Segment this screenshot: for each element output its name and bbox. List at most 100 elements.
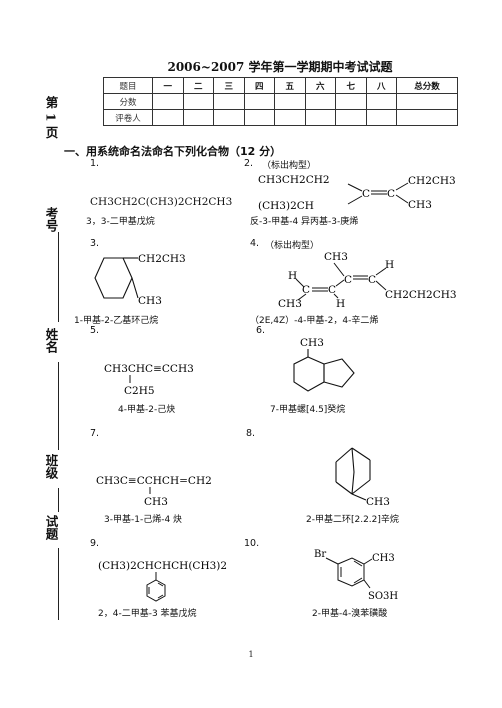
- benzene-ring: [146, 579, 166, 602]
- answer-text: （2E,4Z）-4-甲基-2，4-辛二烯: [250, 316, 379, 326]
- side-label-class: 班级: [43, 454, 59, 479]
- grader-cell[interactable]: [335, 109, 367, 126]
- side-label-name: 姓名: [43, 328, 59, 353]
- structure-diagram: CH3CH2CH2 (CH3)2CH C C CH2CH3 CH3: [258, 174, 456, 212]
- score-cell[interactable]: [213, 93, 245, 110]
- question-number: 9.: [90, 538, 100, 549]
- score-header-cell: 八: [365, 77, 397, 94]
- bond: [325, 557, 339, 565]
- question-number: 7.: [90, 428, 100, 439]
- grader-cell[interactable]: [274, 109, 306, 126]
- question-number: 6.: [256, 325, 266, 336]
- svg-text:C: C: [362, 188, 370, 200]
- bond: [375, 267, 387, 276]
- benzene-ring: [337, 557, 365, 587]
- grader-row: 评卷人: [103, 109, 458, 126]
- bond: [335, 279, 345, 287]
- score-header-cell: 四: [243, 77, 275, 94]
- grader-cell[interactable]: [182, 109, 214, 126]
- score-cell[interactable]: [243, 93, 275, 110]
- answer-text: 1-甲基-2-乙基环己烷: [74, 316, 159, 326]
- score-row: 分数: [103, 93, 458, 110]
- bond: [395, 194, 409, 204]
- bond: [295, 278, 305, 288]
- score-row-label: 分数: [103, 93, 153, 110]
- answer-text: 反-3-甲基-4 异丙基-3-庚烯: [250, 217, 359, 227]
- answer-text: 3-甲基-1-己烯-4 炔: [104, 515, 183, 525]
- bond: [347, 195, 363, 205]
- bond: [347, 183, 363, 192]
- group-label: CH2CH3: [408, 175, 456, 187]
- structure-diagram: CH3: [293, 337, 355, 392]
- bond: [297, 293, 307, 301]
- grader-cell[interactable]: [304, 109, 336, 126]
- group-label: SO3H: [368, 591, 398, 602]
- group-label: H: [288, 270, 297, 282]
- answer-text: 4-甲基-2-己炔: [118, 405, 176, 415]
- score-header-cell: 三: [213, 77, 245, 94]
- question-number: 5.: [90, 325, 100, 336]
- answer-text: 3，3-二甲基戊烷: [86, 217, 155, 227]
- grader-cell[interactable]: [152, 109, 184, 126]
- score-header-cell: 五: [274, 77, 306, 94]
- structure-diagram: Br CH3 SO3H: [314, 549, 398, 602]
- group-label: CH3: [372, 553, 395, 564]
- svg-text:C: C: [387, 188, 395, 200]
- answer-text: 2-甲基-4-溴苯磺酸: [312, 609, 388, 619]
- answer-text: 2-甲基二环[2.2.2]辛烷: [306, 515, 399, 525]
- cyclopentane-ring: [323, 358, 355, 388]
- bond: [335, 447, 353, 463]
- side-label-exam-no: 考号: [43, 207, 59, 232]
- grader-cell[interactable]: [396, 109, 458, 126]
- group-label: CH3: [278, 298, 302, 310]
- score-header-cell: 七: [335, 77, 367, 94]
- configuration-note: （标出构型）: [265, 241, 320, 251]
- exam-no-line: [58, 232, 59, 322]
- grader-cell[interactable]: [365, 109, 397, 126]
- group-label: CH3: [408, 199, 432, 211]
- score-cell[interactable]: [335, 93, 367, 110]
- score-cell[interactable]: [152, 93, 184, 110]
- group-label: C2H5: [124, 385, 155, 397]
- group-label: (CH3)2CH: [258, 200, 314, 212]
- name-line: [58, 362, 59, 450]
- page-number: 1: [248, 650, 254, 659]
- svg-text:C: C: [302, 284, 310, 296]
- structure-formula: (CH3)2CHCHCH(CH3)2: [98, 560, 227, 572]
- structure-diagram: (CH3)2CHCHCH(CH3)2: [98, 560, 227, 602]
- group-label: CH2CH2CH3: [385, 289, 457, 301]
- bond: [131, 277, 139, 299]
- question-number: 2.: [244, 158, 254, 169]
- score-cell[interactable]: [396, 93, 458, 110]
- score-table: 题目 一 二 三 四 五 六 七 八 总分数 分数 评卷人: [103, 77, 458, 126]
- bond: [363, 558, 373, 565]
- group-label: H: [336, 298, 345, 310]
- score-cell[interactable]: [182, 93, 214, 110]
- side-label-page: 第 1 页: [43, 96, 59, 139]
- score-cell[interactable]: [365, 93, 397, 110]
- bond: [333, 262, 345, 277]
- cyclohexane-ring: [94, 257, 133, 299]
- score-cell[interactable]: [304, 93, 336, 110]
- question-number: 4.: [250, 238, 260, 249]
- grader-cell[interactable]: [213, 109, 245, 126]
- side-label-paper: 试题: [43, 515, 59, 540]
- structure-diagram: CH3CHC≡CCH3 C2H5: [104, 363, 194, 397]
- structure-formula: CH3CHC≡CCH3: [104, 363, 194, 375]
- question-number: 10.: [244, 538, 260, 549]
- score-header-cell: 六: [304, 77, 336, 94]
- structure-diagram: CH3 H C C CH3 H C C H CH2CH2CH3: [278, 251, 457, 310]
- group-label: Br: [314, 549, 326, 560]
- bond: [395, 182, 409, 191]
- score-cell[interactable]: [274, 93, 306, 110]
- paper-line: [58, 548, 59, 620]
- class-line: [58, 488, 59, 512]
- group-label: CH3CH2CH2: [258, 174, 330, 186]
- grader-cell[interactable]: [243, 109, 275, 126]
- group-label: CH3: [300, 337, 324, 349]
- answer-text: 7-甲基螺[4.5]癸烷: [270, 405, 346, 415]
- group-label: CH3: [144, 496, 168, 508]
- question-number: 1.: [90, 158, 100, 169]
- svg-text:C: C: [368, 274, 376, 286]
- cyclohexane-ring: [293, 356, 325, 392]
